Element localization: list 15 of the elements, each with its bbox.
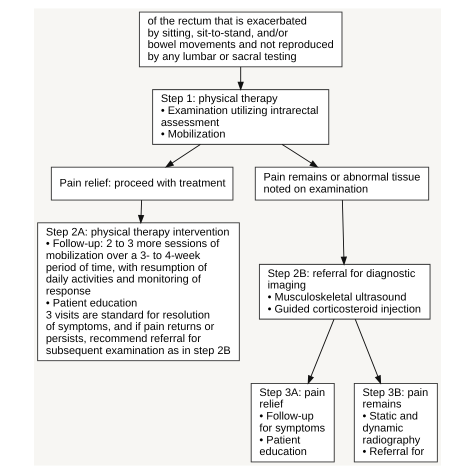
arrow (237, 66, 244, 91)
node-box: Step 2A: physical therapy intervention • Follow-up: 2 to 3 more sessions of mobilization over a 3- to 4-week period of time, with resumption of daily activities and monitoring of response • Patient education 3 visits are standard for resolution of symptoms, and if pain returns or persists, recommend referral for subsequent examination as in step 2B (36, 222, 240, 362)
node-box: Step 3B: pain remains • Static and dynamic radiography • Referral for (353, 383, 438, 462)
node-box: Step 1: physical therapy • Examination utilizing intrarectal assessment • Mobilization (152, 89, 329, 145)
arrow (307, 318, 334, 385)
arrow (164, 144, 200, 168)
node-box: Pain remains or abnormal tissue noted on examination (254, 166, 429, 200)
node-box: Step 2B: referral for diagnostic imaging • Musculoskeletal ultrasound • Guided corticosteroid injection (258, 264, 430, 320)
arrow (137, 200, 144, 224)
arrow (354, 318, 381, 385)
arrow (340, 200, 347, 266)
node-box: of the rectum that is exacerbated by sitting, sit-to-stand, and/or bowel movements and not reproduced by any lumbar or sacral testing (138, 12, 342, 68)
arrow (281, 144, 318, 168)
node-box: Step 3A: pain relief • Follow-up for symptoms • Patient education (250, 383, 334, 462)
node-box: Pain relief: proceed with treatment (50, 166, 233, 200)
